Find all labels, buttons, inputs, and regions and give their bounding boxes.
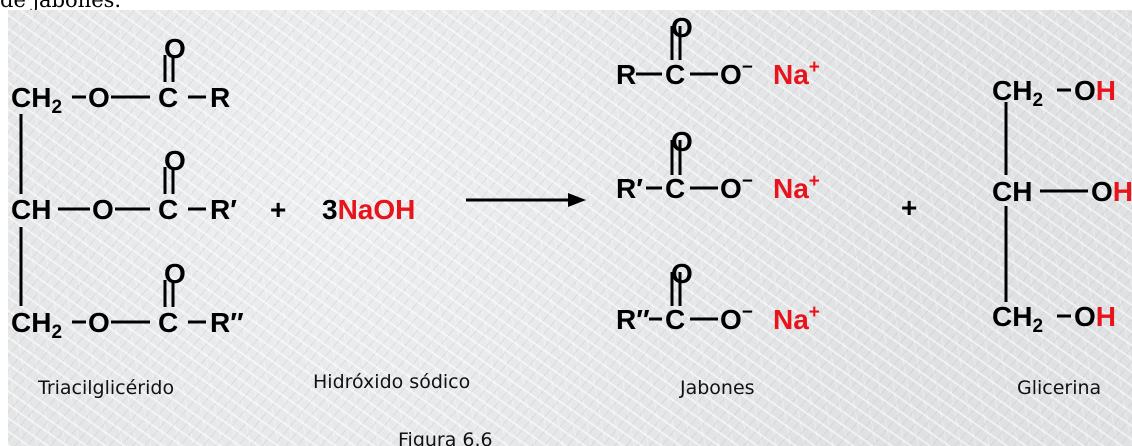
tg-acyl-c-2: C bbox=[158, 194, 178, 225]
figure-caption: Figura 6.6 bbox=[398, 429, 493, 446]
soap-carbonyl-o-1: O bbox=[671, 12, 693, 43]
soap-oxygen-2: O− bbox=[720, 171, 753, 204]
soap-oxygen-3: O− bbox=[720, 302, 753, 335]
glycerol-carbon-2: CH bbox=[992, 176, 1032, 207]
tg-carbonyl-o-1: O bbox=[164, 33, 186, 64]
label-glycerol: Glicerina bbox=[1017, 377, 1101, 399]
tg-ester-o-2: O bbox=[92, 194, 114, 225]
soap-group-1: R bbox=[616, 59, 636, 90]
soap-cation-1: Na+ bbox=[773, 57, 820, 90]
naoh-formula: 3NaOH bbox=[322, 194, 415, 225]
soap-cation-3: Na+ bbox=[773, 302, 820, 335]
tg-carbonyl-o-2: O bbox=[164, 145, 186, 176]
tg-group-2: R′ bbox=[210, 194, 237, 225]
glycerol-hydroxyl-2: OH bbox=[1091, 176, 1132, 207]
tg-group-1: R bbox=[210, 82, 230, 113]
plus-sign-2: + bbox=[901, 192, 917, 223]
glycerol-hydroxyl-3: OH bbox=[1074, 301, 1116, 332]
glycerol-carbon-3: CH2 bbox=[992, 301, 1043, 337]
tg-ester-o-1: O bbox=[88, 82, 110, 113]
label-triglyceride: Triacilglicérido bbox=[37, 377, 174, 399]
paragraph-fragment: de jabones. bbox=[0, 0, 122, 12]
soap-group-2: R′ bbox=[616, 173, 643, 204]
tg-carbon-3: CH2 bbox=[11, 307, 62, 343]
tg-carbon-2: CH bbox=[11, 194, 51, 225]
glycerol-carbon-1: CH2 bbox=[992, 75, 1043, 111]
tg-ester-o-3: O bbox=[88, 307, 110, 338]
label-soaps: Jabones bbox=[679, 377, 755, 399]
soap-cation-2: Na+ bbox=[773, 171, 820, 204]
tg-acyl-c-1: C bbox=[158, 82, 178, 113]
plus-sign-1: + bbox=[270, 194, 286, 225]
soap-carbon-2: C bbox=[665, 173, 685, 204]
bond-lines bbox=[19, 26, 1088, 324]
tg-carbon-1: CH2 bbox=[11, 82, 62, 118]
tg-carbonyl-o-3: O bbox=[164, 258, 186, 289]
soap-carbon-1: C bbox=[665, 59, 685, 90]
reaction-figure: O CH2 O C R O CH O C R′ O CH2 O C R″ + 3… bbox=[8, 10, 1132, 446]
saponification-diagram: O CH2 O C R O CH O C R′ O CH2 O C R″ + 3… bbox=[11, 12, 1132, 446]
atom-labels: O CH2 O C R O CH O C R′ O CH2 O C R″ + 3… bbox=[11, 12, 1132, 343]
label-naoh: Hidróxido sódico bbox=[313, 371, 470, 393]
soap-group-3: R″ bbox=[616, 304, 650, 335]
soap-carbonyl-o-2: O bbox=[671, 126, 693, 157]
soap-oxygen-1: O− bbox=[720, 57, 753, 90]
soap-carbonyl-o-3: O bbox=[671, 258, 693, 289]
tg-group-3: R″ bbox=[210, 307, 244, 338]
glycerol-hydroxyl-1: OH bbox=[1074, 75, 1116, 106]
reaction-arrow-head bbox=[568, 193, 586, 207]
soap-carbon-3: C bbox=[665, 304, 685, 335]
tg-acyl-c-3: C bbox=[158, 307, 178, 338]
